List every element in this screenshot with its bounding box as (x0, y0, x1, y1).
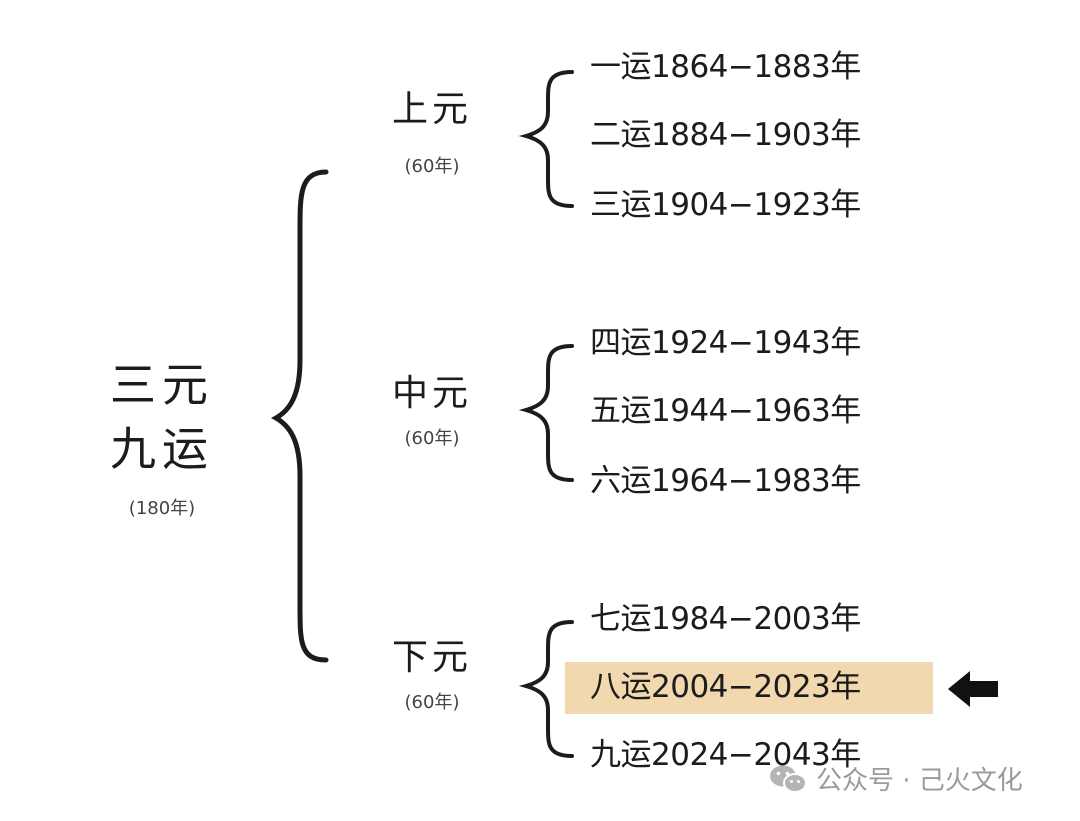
root-brace (270, 169, 329, 663)
period-years: 1924−1943年 (651, 325, 861, 361)
period-row: 三运1904−1923年 (590, 190, 861, 221)
period-name: 六运 (590, 463, 652, 499)
root-subtitle: (180年) (128, 498, 196, 519)
period-name: 五运 (590, 393, 652, 429)
period-years: 1984−2003年 (651, 601, 861, 637)
highlight-current-period (565, 662, 933, 714)
root-title-line2: 九运 (110, 422, 214, 476)
group-subtitle-zhongyuan: (60年) (404, 428, 460, 449)
group-subtitle-xiayuan: (60年) (404, 692, 460, 713)
period-name: 七运 (590, 601, 652, 637)
period-years: 1884−1903年 (651, 117, 861, 153)
period-row: 九运2024−2043年 (590, 740, 861, 771)
group-title-xiayuan: 下元 (391, 637, 472, 678)
period-years: 1964−1983年 (651, 463, 861, 499)
period-years: 2024−2043年 (651, 737, 861, 773)
group-title-shangyuan: 上元 (391, 89, 472, 130)
period-name: 九运 (590, 737, 652, 773)
period-years: 2004−2023年 (651, 669, 861, 705)
period-row: 四运1924−1943年 (590, 328, 861, 359)
wechat-logo-icon (770, 765, 807, 793)
period-years: 1904−1923年 (651, 187, 861, 223)
brace-shangyuan (518, 70, 574, 208)
period-name: 八运 (590, 669, 652, 705)
watermark-text: 公众号 · 己火文化 (816, 766, 1023, 796)
brace-zhongyuan (518, 344, 574, 482)
period-row: 五运1944−1963年 (590, 396, 861, 427)
group-title-zhongyuan: 中元 (391, 373, 472, 414)
period-years: 1864−1883年 (651, 49, 861, 85)
period-row: 一运1864−1883年 (590, 52, 861, 83)
period-name: 三运 (590, 187, 652, 223)
period-row: 二运1884−1903年 (590, 120, 861, 151)
period-name: 一运 (590, 49, 652, 85)
root-title-line1: 三元 (110, 358, 214, 412)
period-row: 七运1984−2003年 (590, 604, 861, 635)
period-row-highlighted: 八运2004−2023年 (590, 672, 861, 703)
brace-xiayuan (518, 620, 574, 758)
left-arrow-icon (948, 671, 998, 707)
watermark: 公众号 · 己火文化 (768, 760, 1023, 797)
period-row: 六运1964−1983年 (590, 466, 861, 497)
period-years: 1944−1963年 (651, 393, 861, 429)
group-subtitle-shangyuan: (60年) (404, 156, 460, 177)
period-name: 二运 (590, 117, 652, 153)
period-name: 四运 (590, 325, 652, 361)
